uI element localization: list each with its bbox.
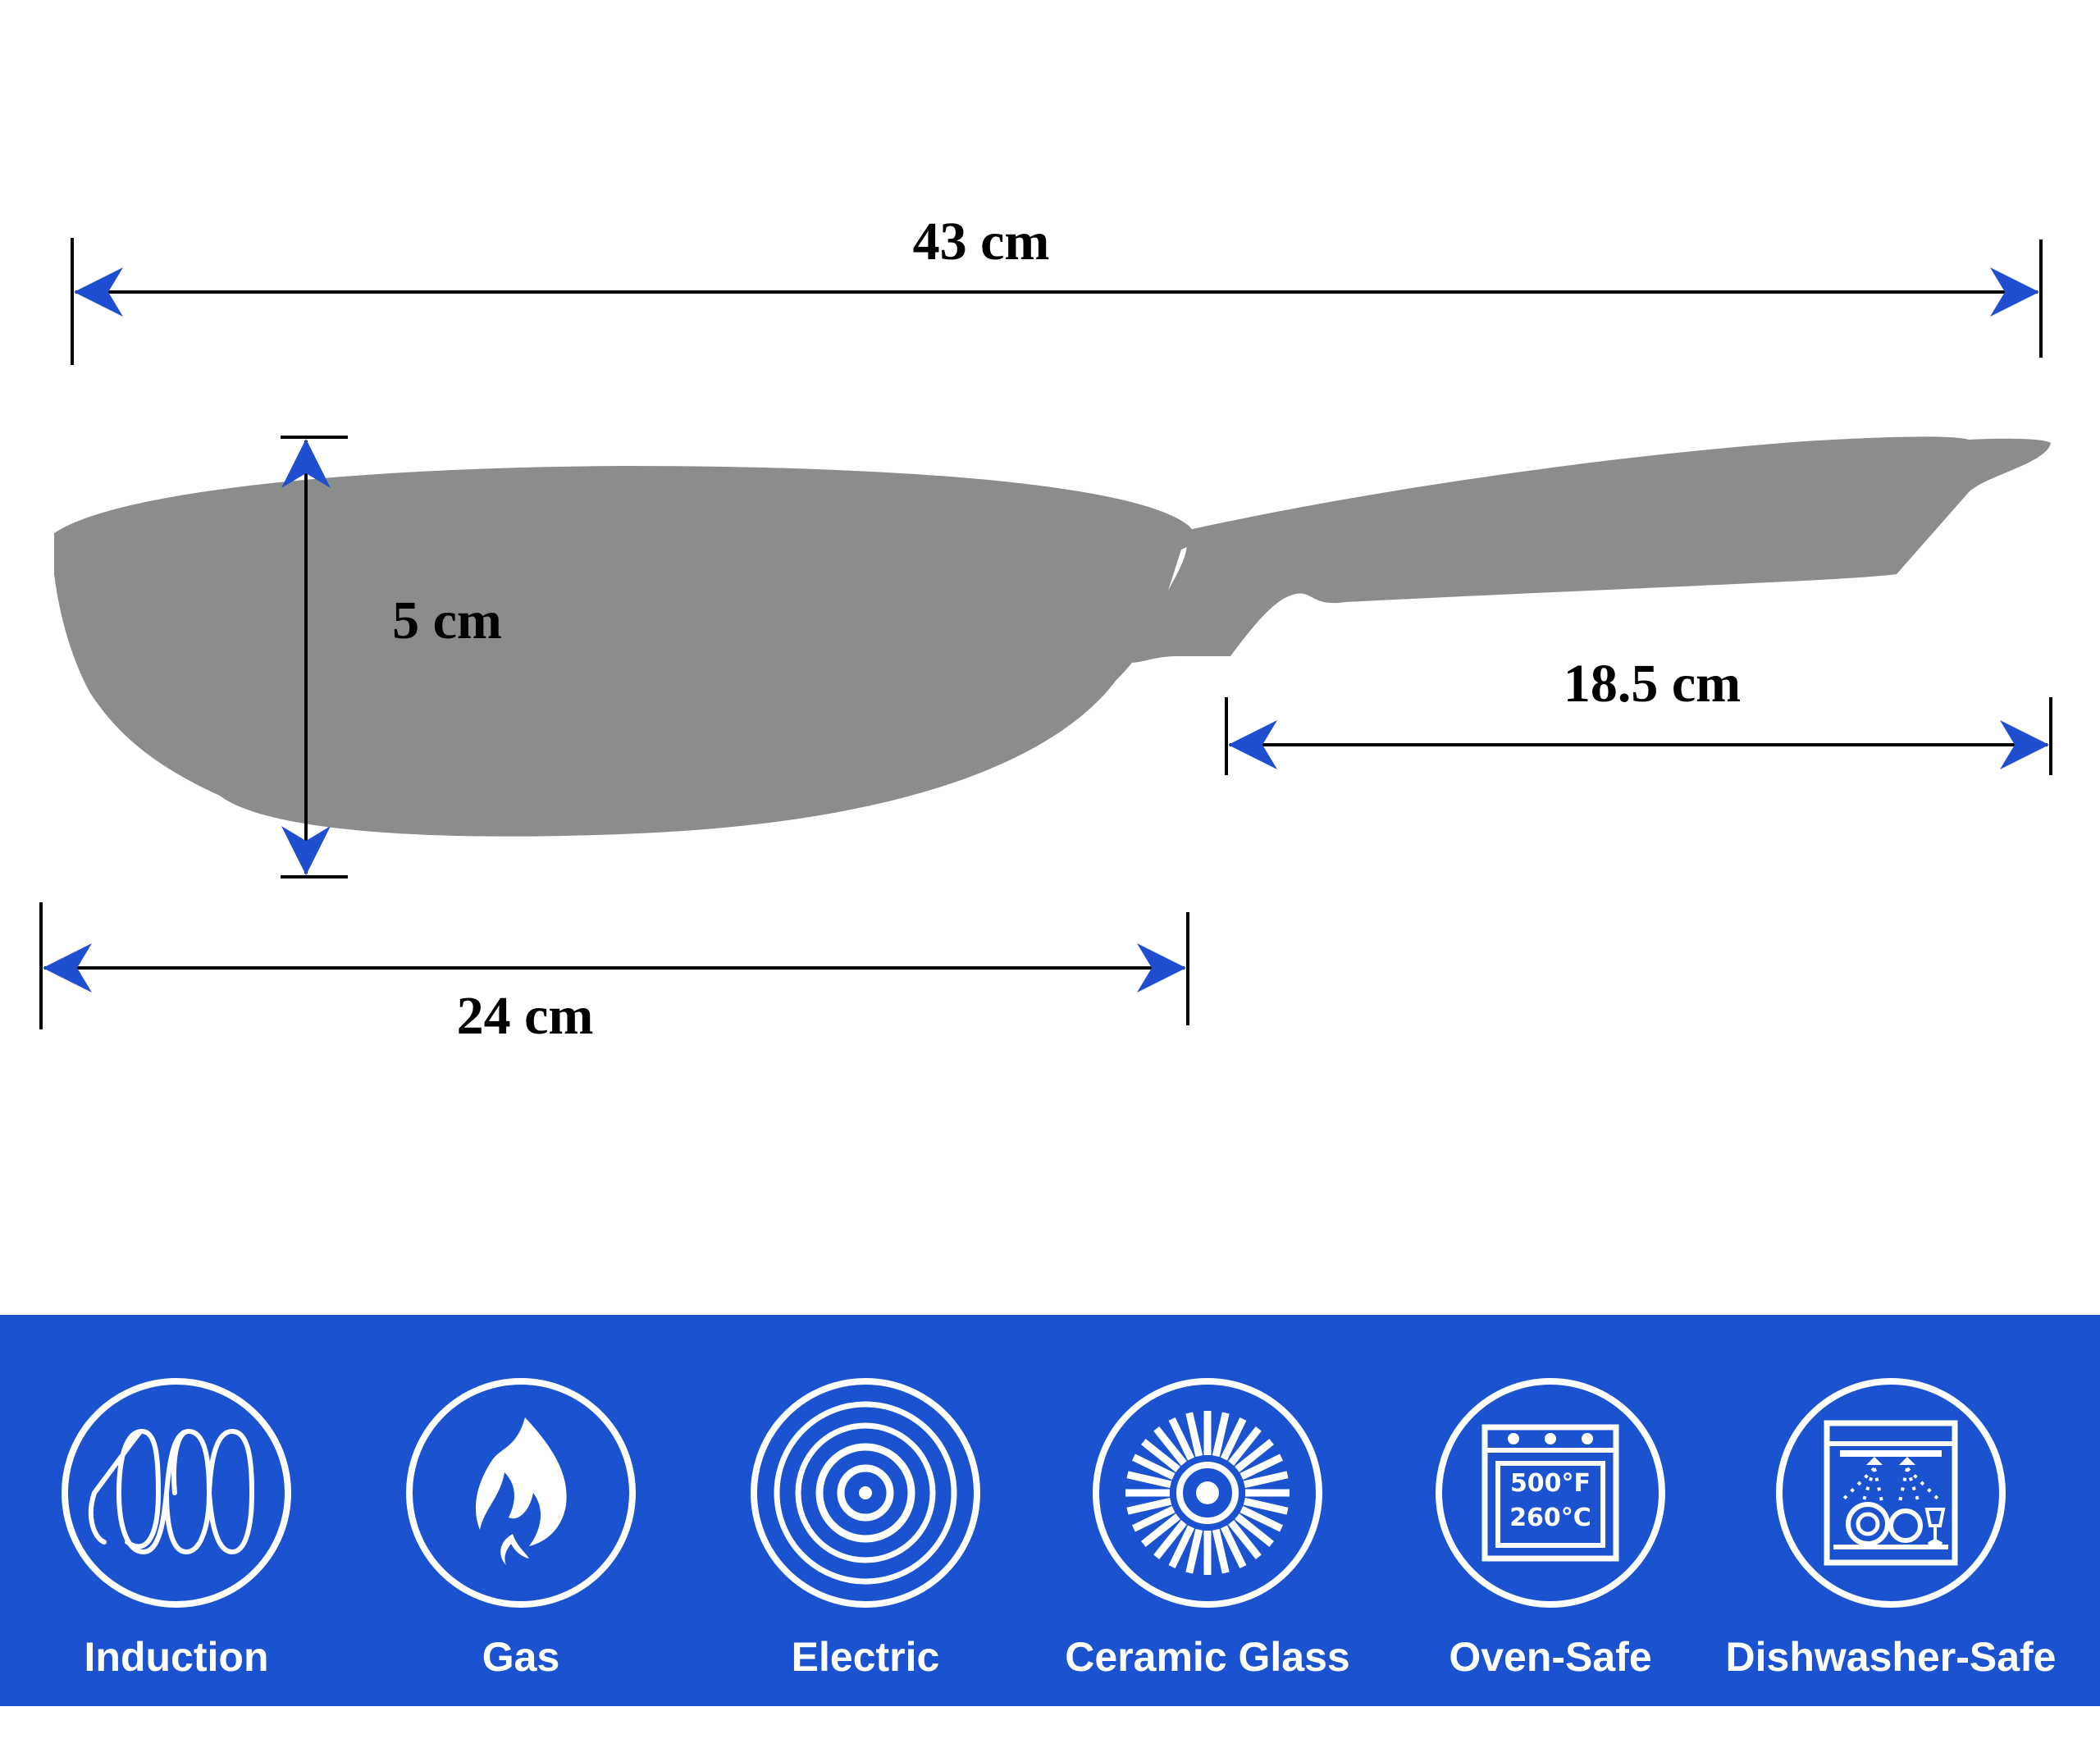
dishwasher-safe-item: Dishwasher-Safe (1726, 1378, 2057, 1680)
ceramic-ray (1235, 1513, 1274, 1547)
ceramic-ray (1212, 1528, 1230, 1574)
ceramic-ray (1141, 1513, 1180, 1547)
frying-pan-silhouette (54, 436, 2051, 837)
electric-label: Electric (792, 1634, 940, 1680)
oven-safe-label: Oven-Safe (1449, 1634, 1651, 1680)
oven-temp-c: 260°C (1509, 1504, 1591, 1532)
gas-flame-icon (476, 1417, 567, 1565)
ceramic-ray (1235, 1439, 1274, 1472)
ceramic-ray (1228, 1426, 1262, 1466)
ceramic-glass-label: Ceramic Glass (1065, 1634, 1349, 1680)
pan-body (54, 466, 1194, 837)
induction-label: Induction (84, 1634, 269, 1680)
oven-temp-f: 500°F (1510, 1469, 1591, 1498)
ceramic-ray (1126, 1471, 1172, 1489)
induction-coil-icon (89, 1428, 255, 1555)
dishwasher-icon (1824, 1420, 1958, 1566)
handle-length-dimension: 18.5 cm (1225, 654, 2052, 775)
ceramic-ray (1126, 1497, 1172, 1515)
ceramic-ray (1185, 1412, 1203, 1458)
diameter-dimension: 24 cm (39, 902, 1189, 1046)
ceramic-ray (1168, 1417, 1195, 1461)
electric-item: Electric (751, 1378, 980, 1680)
ceramic-ray (1243, 1497, 1289, 1515)
gas-label: Gas (482, 1634, 560, 1680)
gas-item: Gas (406, 1378, 636, 1680)
ceramic-glass-item: Ceramic Glass (1065, 1378, 1350, 1680)
dishwasher-safe-label: Dishwasher-Safe (1726, 1634, 2057, 1680)
ceramic-ray (1220, 1525, 1247, 1569)
pan-handle (1132, 436, 2051, 663)
oven-safe-item: 500°F 260°C Oven-Safe (1436, 1378, 1665, 1680)
ceramic-ray (1153, 1426, 1187, 1466)
ceramic-ray (1228, 1520, 1262, 1559)
handle-length-label: 18.5 cm (1564, 654, 1741, 714)
ceramic-ray (1220, 1417, 1247, 1461)
compatibility-banner (0, 1315, 2100, 1706)
electric-rings-icon (774, 1401, 957, 1585)
ceramic-ray (1239, 1505, 1284, 1532)
ceramic-burst-icon (1125, 1411, 1290, 1575)
diameter-label: 24 cm (457, 986, 594, 1046)
ceramic-ray (1239, 1454, 1284, 1481)
ceramic-ray (1243, 1471, 1289, 1489)
total-length-dimension: 43 cm (71, 212, 2043, 365)
ceramic-ray (1131, 1505, 1176, 1532)
height-label: 5 cm (392, 591, 502, 650)
ceramic-ray (1141, 1439, 1180, 1472)
induction-item: Induction (62, 1378, 291, 1680)
ceramic-ray (1131, 1454, 1176, 1481)
ceramic-ray (1212, 1412, 1230, 1458)
oven-icon: 500°F 260°C (1481, 1424, 1619, 1562)
ceramic-ray (1168, 1525, 1195, 1569)
ceramic-ray (1153, 1520, 1187, 1559)
height-dimension: 5 cm (281, 436, 502, 878)
ceramic-ray (1185, 1528, 1203, 1574)
total-length-label: 43 cm (913, 212, 1050, 272)
